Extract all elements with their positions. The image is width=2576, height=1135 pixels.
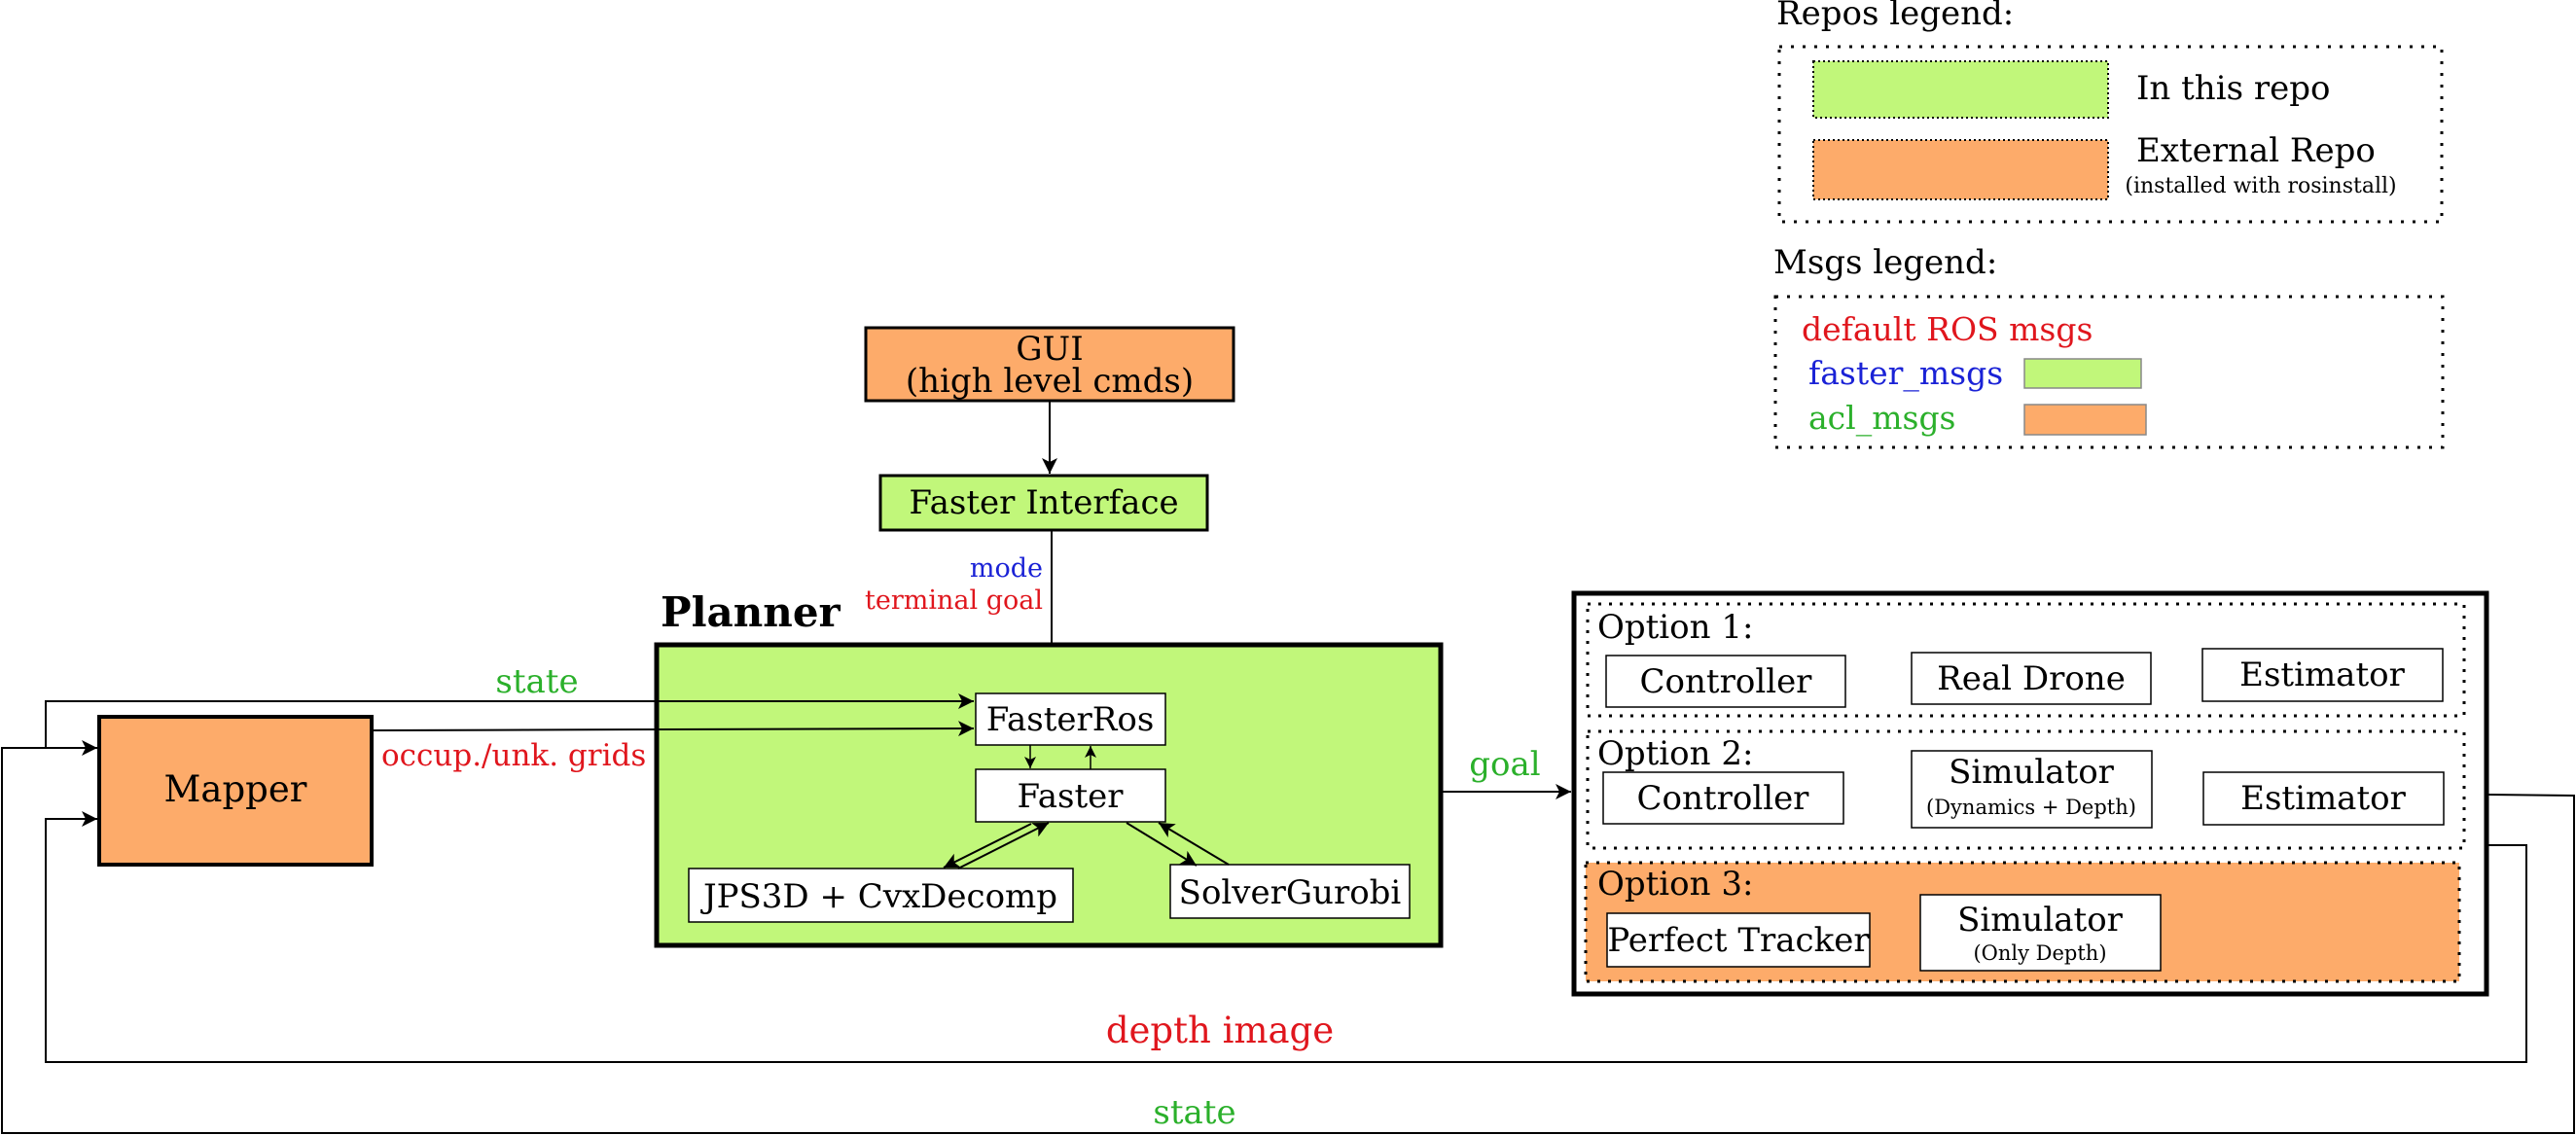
- planner-title: Planner: [661, 588, 841, 636]
- faster-to-jps-arrow: [943, 823, 1032, 869]
- option2-simulator-label: Simulator: [1949, 753, 2115, 792]
- mapper-label: Mapper: [164, 768, 307, 810]
- option2-title: Option 2:: [1597, 734, 1753, 773]
- state-bottom-arrow: [1, 740, 2575, 1134]
- faster-interface-box: [878, 474, 1209, 532]
- option3-simulator-note: (Only Depth): [1973, 941, 2106, 965]
- option1-estimator-box: [2201, 648, 2444, 702]
- option1-controller-label: Controller: [1640, 662, 1813, 701]
- solver-label: SolverGurobi: [1179, 873, 1402, 912]
- option2-simulator-box: [1911, 750, 2153, 829]
- option1-real-drone-label: Real Drone: [1937, 659, 2126, 698]
- mode-label: mode: [970, 553, 1043, 584]
- option3-title: Option 3:: [1597, 865, 1753, 904]
- option1-estimator-label: Estimator: [2239, 656, 2405, 694]
- faster-box: [975, 768, 1166, 823]
- faster-label: Faster: [1017, 777, 1124, 816]
- depth-image-label: depth image: [1106, 1010, 1334, 1051]
- option3-perfect-tracker-label: Perfect Tracker: [1607, 921, 1870, 960]
- msgs-swatch-faster: [2023, 358, 2142, 389]
- state-bottom-label: state: [1153, 1093, 1235, 1132]
- legend-swatch-external: [1812, 139, 2109, 200]
- msgs-faster-label: faster_msgs: [1808, 354, 2003, 393]
- fasterros-label: FasterRos: [986, 700, 1155, 739]
- options-container: Option 1: Controller Real Drone Estimato…: [1571, 590, 2489, 997]
- msgs-acl-label: acl_msgs: [1808, 399, 1956, 438]
- jps-label: JPS3D + CvxDecomp: [700, 877, 1057, 916]
- option3-simulator-box: [1919, 894, 2162, 972]
- repos-legend: Repos legend: In this repo External Repo…: [1776, 0, 2444, 224]
- option3-perfect-tracker-box: [1606, 912, 1871, 968]
- goal-label: goal: [1469, 745, 1540, 784]
- planner-group: Planner FasterRos Faster JPS3D + CvxDeco…: [654, 588, 1444, 948]
- msgs-default-label: default ROS msgs: [1802, 310, 2093, 348]
- mapper-box: [97, 715, 374, 867]
- gui-node: GUI (high level cmds): [864, 326, 1235, 403]
- gui-title: GUI: [1016, 330, 1083, 369]
- state-top-label: state: [495, 662, 578, 701]
- option3-simulator-label: Simulator: [1957, 901, 2124, 940]
- terminal-goal-label: terminal goal: [865, 585, 1043, 616]
- solver-to-faster-arrow: [1158, 822, 1230, 866]
- legend-swatch-in-repo: [1812, 60, 2109, 119]
- option1-frame: [1586, 602, 2466, 718]
- faster-interface-node: Faster Interface: [878, 474, 1209, 532]
- repos-legend-title: Repos legend:: [1776, 0, 2014, 33]
- option2-frame: [1586, 729, 2466, 850]
- msgs-swatch-acl: [2023, 404, 2147, 436]
- option1-title: Option 1:: [1597, 608, 1753, 647]
- option1-real-drone-box: [1911, 652, 2152, 705]
- fasterros-box: [975, 692, 1166, 746]
- legend-external-label: External Repo: [2136, 131, 2376, 170]
- depth-image-arrow: [45, 811, 2527, 1063]
- occup-label: occup./unk. grids: [381, 738, 646, 773]
- option2-estimator-box: [2202, 771, 2445, 826]
- option2-estimator-label: Estimator: [2240, 779, 2406, 818]
- repos-legend-frame: [1777, 45, 2444, 224]
- option2-controller-box: [1602, 771, 1844, 825]
- option1-controller-box: [1605, 655, 1846, 708]
- occup-arrow: [373, 721, 975, 737]
- gui-subtitle: (high level cmds): [906, 362, 1194, 401]
- msgs-legend: Msgs legend: default ROS msgs faster_msg…: [1773, 243, 2445, 449]
- jps-to-faster-arrow: [957, 822, 1050, 869]
- solver-box: [1169, 864, 1411, 919]
- mapper-node: Mapper: [97, 715, 374, 867]
- jps-box: [688, 868, 1074, 923]
- state-top-arrow: [45, 693, 974, 748]
- legend-external-note: (installed with rosinstall): [2125, 174, 2396, 198]
- option2-simulator-note: (Dynamics + Depth): [1926, 796, 2136, 819]
- faster-to-solver-arrow: [1126, 822, 1198, 867]
- msgs-legend-title: Msgs legend:: [1773, 243, 1997, 282]
- legend-in-repo-label: In this repo: [2136, 69, 2330, 108]
- option2-controller-label: Controller: [1637, 779, 1810, 818]
- faster-interface-label: Faster Interface: [909, 483, 1178, 522]
